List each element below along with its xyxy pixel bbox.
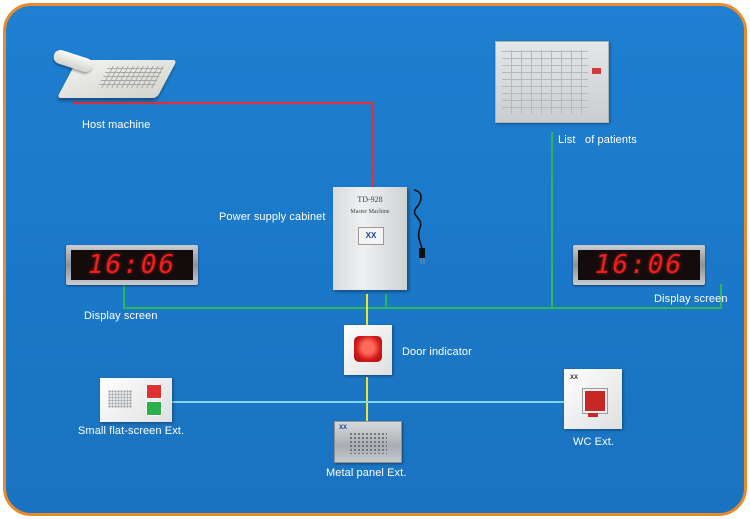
metal-panel-logo-icon: XX [339, 425, 348, 431]
wc-pull-cord-icon [588, 413, 598, 417]
display-screen-right: 16:06 [573, 245, 705, 285]
door-indicator-lamp-icon [354, 336, 382, 362]
patients-list-board [495, 41, 609, 123]
cabinet-logo-icon: XX [358, 227, 384, 245]
wc-logo-icon: XX [570, 375, 579, 381]
power-supply-label: Power supply cabinet [219, 211, 326, 223]
patients-list-label: List of patients [558, 134, 637, 146]
speaker-grille-icon [108, 390, 132, 408]
call-button-red-icon [146, 384, 162, 399]
wc-ext-label: WC Ext. [573, 436, 615, 448]
display-screen-left-window: 16:06 [71, 250, 193, 280]
metal-panel-ext-device: XX [334, 421, 402, 463]
wiring-layer [72, 101, 722, 424]
phone-keypad [97, 66, 165, 88]
wc-call-button-icon [583, 389, 607, 413]
network-wire-left [123, 285, 387, 309]
display-time-left: 16:06 [87, 250, 177, 280]
network-wire-right [386, 284, 722, 309]
display-screen-right-label: Display screen [654, 293, 728, 305]
display-time-right: 16:06 [594, 250, 684, 280]
cabinet-power-cord-icon [413, 189, 425, 264]
metal-panel-ext-label: Metal panel Ext. [326, 467, 407, 479]
metal-panel-speaker-icon [349, 432, 387, 454]
wc-ext-device: XX [564, 369, 622, 429]
diagram-frame: Host machine List of patients Power supp… [3, 3, 747, 516]
host-wire [72, 101, 375, 189]
cabinet-model: TD-928 [357, 195, 383, 204]
board-indicator [592, 68, 601, 74]
small-flat-screen-ext-label: Small flat-screen Ext. [78, 425, 185, 437]
power-supply-cabinet: TD-928 Master Machine XX [333, 187, 407, 290]
door-indicator-device [344, 325, 392, 375]
display-screen-left-label: Display screen [84, 310, 158, 322]
cabinet-subtitle: Master Machine [350, 209, 390, 215]
small-flat-screen-ext-device [100, 378, 172, 422]
host-machine-phone [51, 48, 178, 106]
call-button-green-icon [146, 401, 162, 416]
patients-list-grid [502, 50, 588, 114]
display-screen-right-window: 16:06 [578, 250, 700, 280]
host-machine-label: Host machine [82, 119, 151, 131]
door-indicator-label: Door indicator [402, 346, 472, 358]
display-screen-left: 16:06 [66, 245, 198, 285]
